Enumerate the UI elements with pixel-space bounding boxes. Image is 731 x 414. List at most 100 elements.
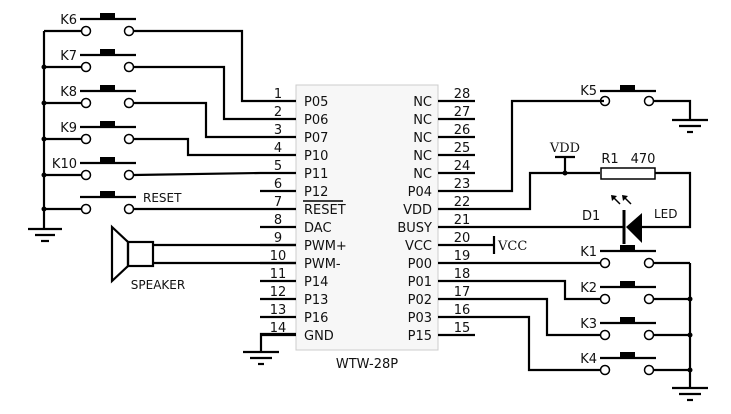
pin-label: BUSY	[397, 221, 432, 236]
resistor-value: 470	[631, 152, 656, 167]
pin-number: 2	[274, 105, 282, 120]
pin-number: 22	[454, 195, 471, 210]
pin-label: P13	[304, 293, 328, 308]
pin-label: NC	[413, 131, 432, 146]
resistor-r1	[600, 167, 656, 180]
switch-k6[interactable]: K6	[44, 13, 260, 103]
pin-number: 21	[454, 213, 471, 228]
switch-k10[interactable]: K10	[41, 157, 261, 181]
pin-number: 20	[454, 231, 471, 246]
chip-name: WTW-28P	[336, 357, 398, 372]
pin-label: VCC	[405, 239, 432, 254]
pin-label: GND	[304, 329, 334, 344]
switch-label: K3	[580, 317, 597, 332]
ground-icon	[672, 118, 708, 134]
pin-label: P00	[408, 257, 432, 272]
switch-label: K9	[60, 121, 77, 136]
pin-number: 13	[270, 303, 287, 318]
pin-label: PWM+	[304, 239, 347, 254]
vdd-net	[475, 155, 600, 211]
chip-body	[295, 84, 439, 351]
pin-label: P01	[408, 275, 432, 290]
ground-icon	[672, 386, 708, 402]
switch-k3[interactable]: K3	[475, 297, 693, 341]
vcc-net	[475, 236, 496, 254]
pin-number: 9	[274, 231, 282, 246]
pin-number: 1	[274, 87, 282, 102]
k5-label: K5	[580, 84, 597, 99]
pin-number: 7	[274, 195, 282, 210]
pin-label: P10	[304, 149, 328, 164]
pin-label: DAC	[304, 221, 332, 236]
switch-k4[interactable]: K4	[475, 315, 693, 376]
pin-number: 15	[454, 321, 471, 336]
switch-k8[interactable]: K8	[41, 85, 261, 139]
switch-label: K2	[580, 281, 597, 296]
switch-label: K6	[60, 13, 77, 28]
switch-label: K10	[52, 157, 77, 172]
pin-label: P07	[304, 131, 328, 146]
speaker-label: SPEAKER	[131, 278, 185, 292]
switch-k7[interactable]: K7	[41, 49, 261, 121]
pin-label: NC	[413, 149, 432, 164]
speaker-icon	[110, 224, 296, 284]
pin-number: 11	[270, 267, 287, 282]
switch-label: K4	[580, 352, 597, 367]
pin-number: 16	[454, 303, 471, 318]
pin-label: P15	[408, 329, 432, 344]
pin-label: P04	[408, 185, 432, 200]
pin-label: P11	[304, 167, 328, 182]
pin-number: 26	[454, 123, 471, 138]
led-label: LED	[654, 207, 678, 221]
pin-number: 28	[454, 87, 471, 102]
pin-number: 25	[454, 141, 471, 156]
pin-number: 8	[274, 213, 282, 228]
pin-label: NC	[413, 113, 432, 128]
switch-reset[interactable]: RESET	[41, 191, 261, 215]
pin-number: 10	[270, 249, 287, 264]
led-ref: D1	[582, 209, 600, 224]
pin-number: 18	[454, 267, 471, 282]
switch-label: K1	[580, 245, 597, 260]
chip-left-pins: 1P052P063P074P105P116P127RESET8DAC9PWM+1…	[260, 87, 347, 344]
switch-k2[interactable]: K2	[475, 279, 693, 305]
switch-label: K7	[60, 49, 77, 64]
switch-k5[interactable]	[475, 85, 692, 193]
switch-k1[interactable]: K1	[475, 245, 690, 269]
led-icon	[611, 195, 642, 244]
pin-label: P03	[408, 311, 432, 326]
ground-icon	[243, 332, 296, 366]
pin-number: 27	[454, 105, 471, 120]
pin-label: NC	[413, 95, 432, 110]
chip-right-pins: 28NC27NC26NC25NC24NC23P0422VDD21BUSY20VC…	[397, 87, 475, 344]
pin-label: PWM-	[304, 257, 341, 272]
switch-k9[interactable]: K9	[41, 121, 261, 157]
pin-number: 17	[454, 285, 471, 300]
vcc-label: VCC	[497, 239, 527, 254]
switch-label: K8	[60, 85, 77, 100]
pin-number: 6	[274, 177, 282, 192]
